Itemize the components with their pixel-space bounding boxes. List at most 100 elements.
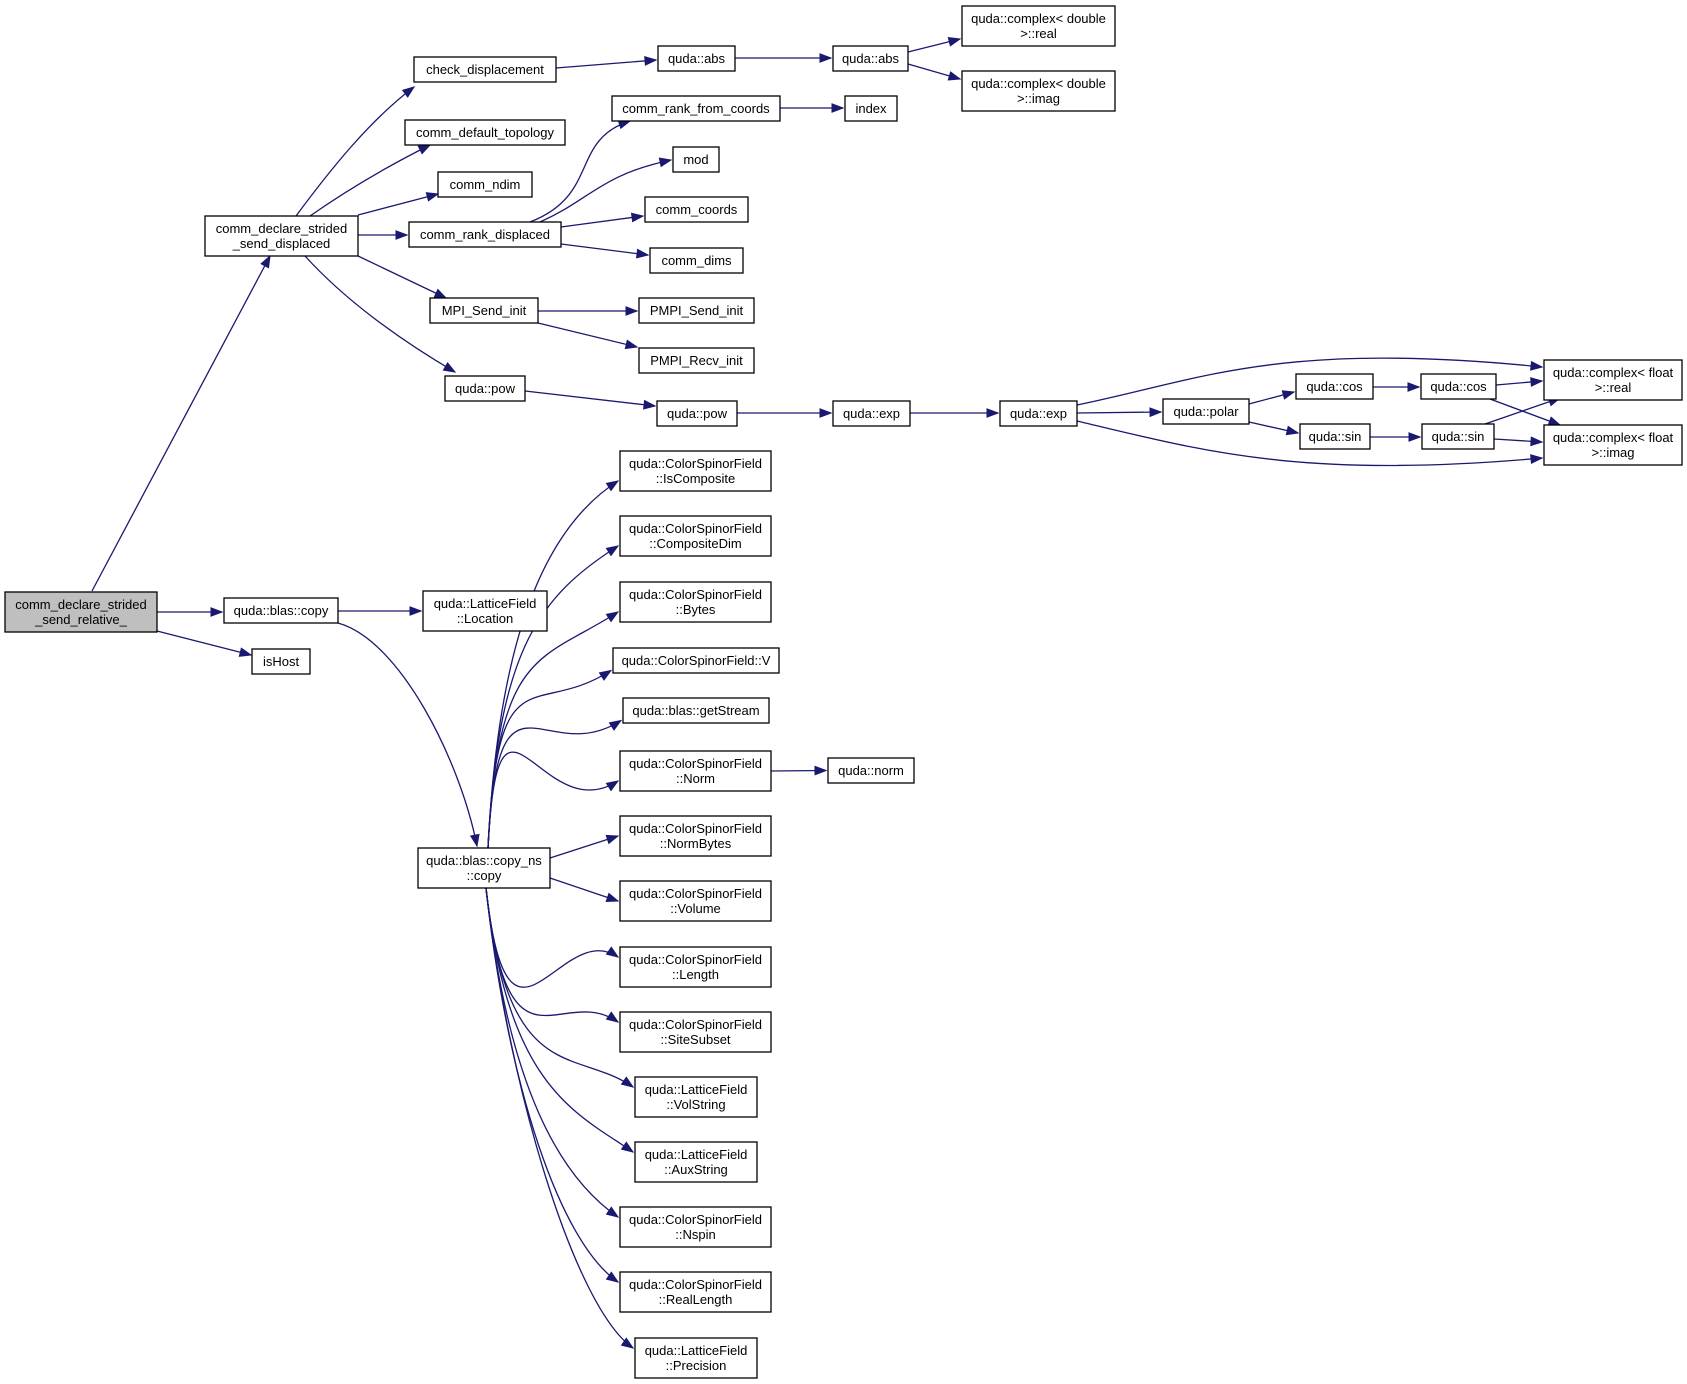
edge-line bbox=[485, 887, 634, 1349]
arrow-head-icon bbox=[644, 56, 658, 66]
node-qexp2[interactable]: quda::exp bbox=[999, 400, 1078, 427]
edge-line bbox=[529, 120, 631, 223]
node-label: quda::cos bbox=[1430, 379, 1487, 394]
node-label: quda::cos bbox=[1306, 379, 1363, 394]
node-index[interactable]: index bbox=[844, 95, 898, 122]
node-label: PMPI_Send_init bbox=[650, 303, 744, 318]
arrow-head-icon bbox=[1281, 390, 1296, 400]
node-csf_v[interactable]: quda::ColorSpinorField::V bbox=[612, 647, 780, 674]
node-lf_precision[interactable]: quda::LatticeField::Precision bbox=[634, 1337, 758, 1379]
node-label: quda::LatticeField bbox=[645, 1147, 748, 1162]
node-copy_ns[interactable]: quda::blas::copy_ns::copy bbox=[417, 847, 551, 889]
node-csd[interactable]: comm_declare_strided_send_displaced bbox=[204, 215, 359, 257]
arrow-head-icon bbox=[605, 545, 620, 557]
node-rank_disp[interactable]: comm_rank_displaced bbox=[408, 221, 562, 248]
node-label: comm_rank_displaced bbox=[420, 227, 550, 242]
edge-line bbox=[524, 390, 656, 407]
node-check_disp[interactable]: check_displacement bbox=[413, 56, 557, 83]
arrow-head-icon bbox=[417, 144, 432, 155]
node-coords[interactable]: comm_coords bbox=[644, 196, 749, 223]
edge-copy_ns-to-csf_nspin bbox=[485, 887, 620, 1218]
node-mpi_send[interactable]: MPI_Send_init bbox=[429, 297, 539, 324]
node-lf_auxstring[interactable]: quda::LatticeField::AuxString bbox=[634, 1141, 758, 1183]
edge-qexp1-to-qexp2 bbox=[910, 408, 1000, 418]
node-dims[interactable]: comm_dims bbox=[649, 247, 744, 274]
node-csf_normbytes[interactable]: quda::ColorSpinorField::NormBytes bbox=[619, 815, 772, 857]
node-label: quda::pow bbox=[455, 381, 516, 396]
node-box bbox=[619, 880, 772, 922]
node-csf_length[interactable]: quda::ColorSpinorField::Length bbox=[619, 946, 772, 988]
node-pmpi_recv[interactable]: PMPI_Recv_init bbox=[638, 347, 755, 374]
node-label: quda::ColorSpinorField bbox=[629, 456, 762, 471]
edge-line bbox=[555, 59, 657, 69]
node-label: ::Norm bbox=[676, 771, 715, 786]
node-label: ::Volume bbox=[670, 901, 721, 916]
node-cf_imag[interactable]: quda::complex< float>::imag bbox=[1543, 424, 1683, 466]
arrow-head-icon bbox=[442, 361, 457, 373]
node-cd_imag[interactable]: quda::complex< double>::imag bbox=[961, 70, 1116, 112]
node-label: quda::abs bbox=[842, 51, 900, 66]
node-qcos2[interactable]: quda::cos bbox=[1420, 373, 1497, 400]
node-mod[interactable]: mod bbox=[672, 146, 720, 173]
edge-copy_ns-to-csf_reallength bbox=[485, 887, 620, 1283]
node-label: >::real bbox=[1595, 380, 1632, 395]
node-csf_reallength[interactable]: quda::ColorSpinorField::RealLength bbox=[619, 1271, 772, 1313]
node-qsin2[interactable]: quda::sin bbox=[1421, 423, 1495, 450]
node-default_topo[interactable]: comm_default_topology bbox=[404, 119, 566, 146]
edge-root-to-blas_copy bbox=[157, 607, 224, 617]
edge-copy_ns-to-csf_bytes bbox=[487, 611, 620, 849]
node-csf_iscomp[interactable]: quda::ColorSpinorField::IsComposite bbox=[619, 450, 772, 492]
edge-copy_ns-to-csf_normbytes bbox=[549, 834, 620, 859]
node-label: quda::ColorSpinorField bbox=[629, 952, 762, 967]
node-box bbox=[251, 648, 311, 675]
node-qpow1[interactable]: quda::pow bbox=[444, 375, 526, 402]
node-lf_volstring[interactable]: quda::LatticeField::VolString bbox=[634, 1076, 758, 1118]
node-polar[interactable]: quda::polar bbox=[1162, 398, 1250, 425]
arrow-head-icon bbox=[986, 408, 1000, 418]
arrow-head-icon bbox=[630, 212, 645, 223]
node-cd_real[interactable]: quda::complex< double>::real bbox=[961, 5, 1116, 47]
node-qpow2[interactable]: quda::pow bbox=[656, 400, 738, 427]
edge-copy_ns-to-csf_iscomp bbox=[487, 480, 620, 849]
node-blas_copy[interactable]: quda::blas::copy bbox=[223, 597, 339, 624]
node-label: ::Precision bbox=[666, 1358, 727, 1373]
edge-line bbox=[156, 630, 252, 656]
node-csf_bytes[interactable]: quda::ColorSpinorField::Bytes bbox=[619, 581, 772, 623]
arrow-head-icon bbox=[433, 288, 448, 299]
node-box bbox=[619, 581, 772, 623]
arrow-head-icon bbox=[395, 230, 409, 240]
node-rank_from[interactable]: comm_rank_from_coords bbox=[611, 95, 781, 122]
nodes-layer: comm_declare_strided_send_relative_ comm_… bbox=[4, 5, 1683, 1379]
node-csf_volume[interactable]: quda::ColorSpinorField::Volume bbox=[619, 880, 772, 922]
node-qsin1[interactable]: quda::sin bbox=[1299, 423, 1371, 450]
node-pmpi_send[interactable]: PMPI_Send_init bbox=[638, 297, 755, 324]
node-box bbox=[622, 697, 770, 724]
edge-line bbox=[1076, 420, 1543, 467]
node-qexp1[interactable]: quda::exp bbox=[832, 400, 911, 427]
node-label: quda::ColorSpinorField bbox=[629, 521, 762, 536]
edge-check_disp-to-qabs1 bbox=[555, 56, 658, 69]
arrow-head-icon bbox=[1547, 416, 1562, 426]
arrow-head-icon bbox=[658, 157, 673, 168]
arrow-head-icon bbox=[598, 669, 613, 681]
node-label: ::IsComposite bbox=[656, 471, 735, 486]
node-csf_nspin[interactable]: quda::ColorSpinorField::Nspin bbox=[619, 1206, 772, 1248]
node-qabs2[interactable]: quda::abs bbox=[832, 45, 909, 72]
node-ishost[interactable]: isHost bbox=[251, 648, 311, 675]
node-qnorm[interactable]: quda::norm bbox=[827, 757, 915, 784]
arrow-head-icon bbox=[1530, 360, 1544, 371]
node-lf_location[interactable]: quda::LatticeField::Location bbox=[422, 590, 548, 632]
node-ndim[interactable]: comm_ndim bbox=[437, 171, 533, 198]
node-csf_norm[interactable]: quda::ColorSpinorField::Norm bbox=[619, 750, 772, 792]
node-root[interactable]: comm_declare_strided_send_relative_ bbox=[4, 591, 158, 633]
edges-layer bbox=[91, 37, 1562, 1349]
arrow-head-icon bbox=[605, 834, 620, 845]
node-csf_sitesubset[interactable]: quda::ColorSpinorField::SiteSubset bbox=[619, 1011, 772, 1053]
node-qcos1[interactable]: quda::cos bbox=[1295, 373, 1374, 400]
node-qabs1[interactable]: quda::abs bbox=[657, 45, 736, 72]
node-cf_real[interactable]: quda::complex< float>::real bbox=[1543, 359, 1683, 401]
node-csf_compdim[interactable]: quda::ColorSpinorField::CompositeDim bbox=[619, 515, 772, 557]
edge-line bbox=[91, 255, 271, 592]
node-getstream[interactable]: quda::blas::getStream bbox=[622, 697, 770, 724]
